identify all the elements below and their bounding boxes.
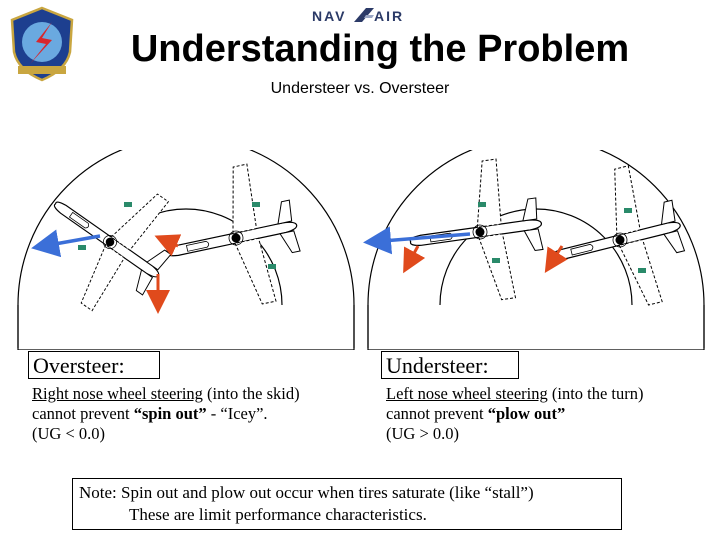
oversteer-diagram [16, 136, 355, 351]
note-line-1: Note: Spin out and plow out occur when t… [79, 483, 534, 502]
force-arrow [544, 245, 568, 274]
wheel-marker [252, 202, 260, 207]
squadron-logo [8, 6, 76, 82]
wheel-marker [478, 202, 486, 207]
velocity-arrow [31, 229, 101, 258]
understeer-description: Left nose wheel steering (into the turn)… [386, 384, 716, 444]
note-line-2: These are limit performance characterist… [129, 505, 427, 524]
navair-brand-left: NAV [312, 8, 347, 24]
note-box: Note: Spin out and plow out occur when t… [72, 478, 622, 530]
understeer-diagram [363, 136, 705, 351]
oversteer-line2-start: cannot prevent [32, 404, 134, 423]
wheel-marker [124, 202, 132, 207]
oversteer-line2-end: - “Icey”. [206, 404, 268, 423]
oversteer-steering-term: Right nose wheel steering [32, 384, 203, 403]
navair-brand-right: AIR [374, 8, 405, 24]
force-arrow [154, 234, 182, 257]
oversteer-ug-value: (UG < 0.0) [32, 424, 106, 443]
understeer-ug-value: (UG > 0.0) [386, 424, 460, 443]
wheel-marker [624, 208, 632, 213]
understeer-line2-start: cannot prevent [386, 404, 488, 423]
wheel-marker [638, 268, 646, 273]
understeer-line1-rest: (into the turn) [547, 384, 644, 403]
steering-diagrams [0, 136, 720, 351]
oversteer-line1-rest: (into the skid) [202, 384, 300, 403]
navair-wing-icon [354, 8, 374, 22]
wheel-marker [78, 245, 86, 250]
oversteer-spin-out: “spin out” [133, 404, 207, 423]
wheel-marker [492, 258, 500, 263]
page-title: Understanding the Problem [130, 28, 630, 70]
navair-logo: NAV AIR [310, 6, 430, 28]
oversteer-heading: Oversteer: [28, 351, 160, 379]
understeer-heading: Understeer: [381, 351, 519, 379]
understeer-steering-term: Left nose wheel steering [386, 384, 548, 403]
velocity-arrow [363, 226, 471, 255]
wheel-marker [268, 264, 276, 269]
page-subtitle: Understeer vs. Oversteer [270, 80, 450, 97]
force-arrow [403, 245, 426, 274]
understeer-plow-out: “plow out” [487, 404, 566, 423]
oversteer-description: Right nose wheel steering (into the skid… [32, 384, 372, 444]
